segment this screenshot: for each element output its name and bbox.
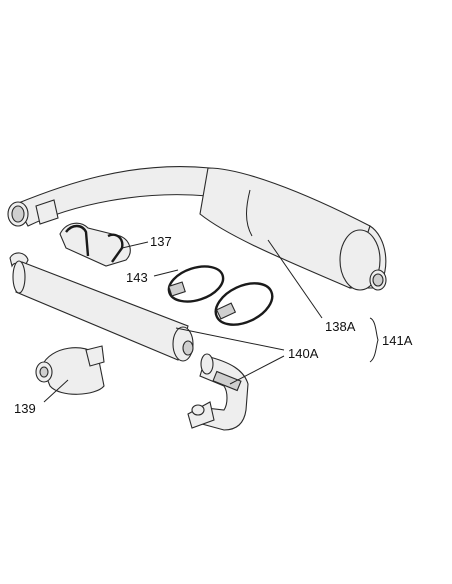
lower-silencer [9,252,194,362]
mounting-bracket-137 [59,222,131,267]
elbow-pipe-140a [187,353,249,431]
leader-lines [43,239,379,403]
main-silencer [199,167,387,291]
callout-137: 137 [150,234,172,249]
hose-clamp-143-b [214,282,274,326]
callout-140a: 140A [288,346,319,361]
callout-139: 139 [14,401,36,416]
exhaust-header-pipe [7,165,211,227]
callout-141a: 141A [382,333,413,348]
tail-cap-139 [35,345,105,395]
callout-143: 143 [126,270,148,285]
callout-138a: 138A [325,319,356,334]
hose-clamp-143-a [167,265,225,303]
